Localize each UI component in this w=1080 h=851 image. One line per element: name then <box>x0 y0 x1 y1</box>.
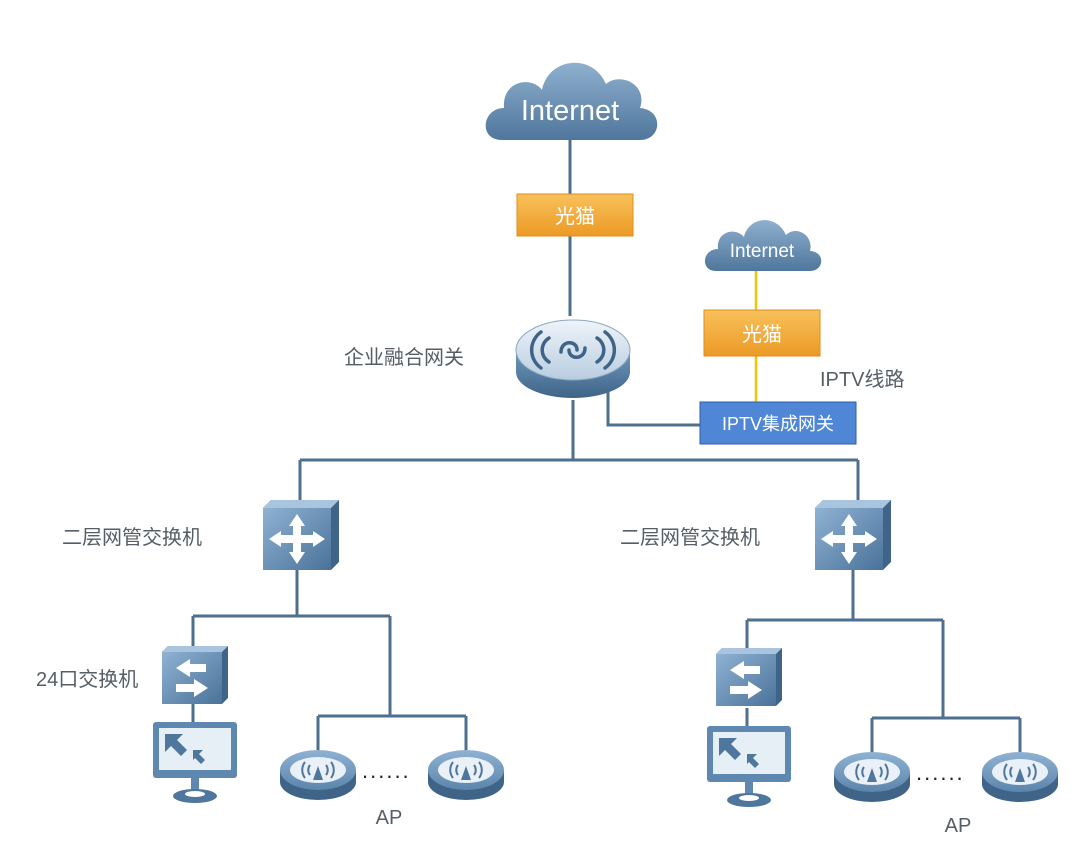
modem-iptv-label: 光猫 <box>742 323 782 346</box>
modem-main-label: 光猫 <box>555 205 595 228</box>
switch24-label: 24口交换机 <box>36 668 138 691</box>
internet-iptv-label: Internet <box>730 241 795 262</box>
modem-main-box <box>516 193 634 237</box>
switch-right-label: 二层网管交换机 <box>620 526 760 549</box>
access-point-icon <box>982 752 1058 802</box>
switch-icon <box>162 646 228 704</box>
switch-icon <box>815 500 891 570</box>
ap-left-label: AP <box>376 807 403 829</box>
access-point-icon <box>834 752 910 802</box>
modem-iptv-box <box>703 309 821 357</box>
internet-main-label: Internet <box>521 95 619 127</box>
switch-left-label: 二层网管交换机 <box>62 526 202 549</box>
gateway-label: 企业融合网关 <box>344 346 464 369</box>
iptv-gateway-label: IPTV集成网关 <box>722 414 834 434</box>
ellipsis-right: ...... <box>916 760 965 785</box>
links <box>191 140 1022 752</box>
switch-icon <box>716 648 782 706</box>
iptv-line-label: IPTV线路 <box>820 368 904 391</box>
cloud-icon <box>485 62 658 140</box>
monitor-icon <box>153 722 237 803</box>
ellipsis-left: ...... <box>362 758 411 783</box>
router-icon <box>515 319 631 398</box>
access-point-icon <box>280 750 356 800</box>
cloud-icon <box>704 220 822 271</box>
switch-icon <box>263 500 339 570</box>
iptv-gateway-box <box>699 401 857 445</box>
monitor-icon <box>707 726 791 807</box>
ap-right-label: AP <box>945 815 972 837</box>
access-point-icon <box>428 750 504 800</box>
